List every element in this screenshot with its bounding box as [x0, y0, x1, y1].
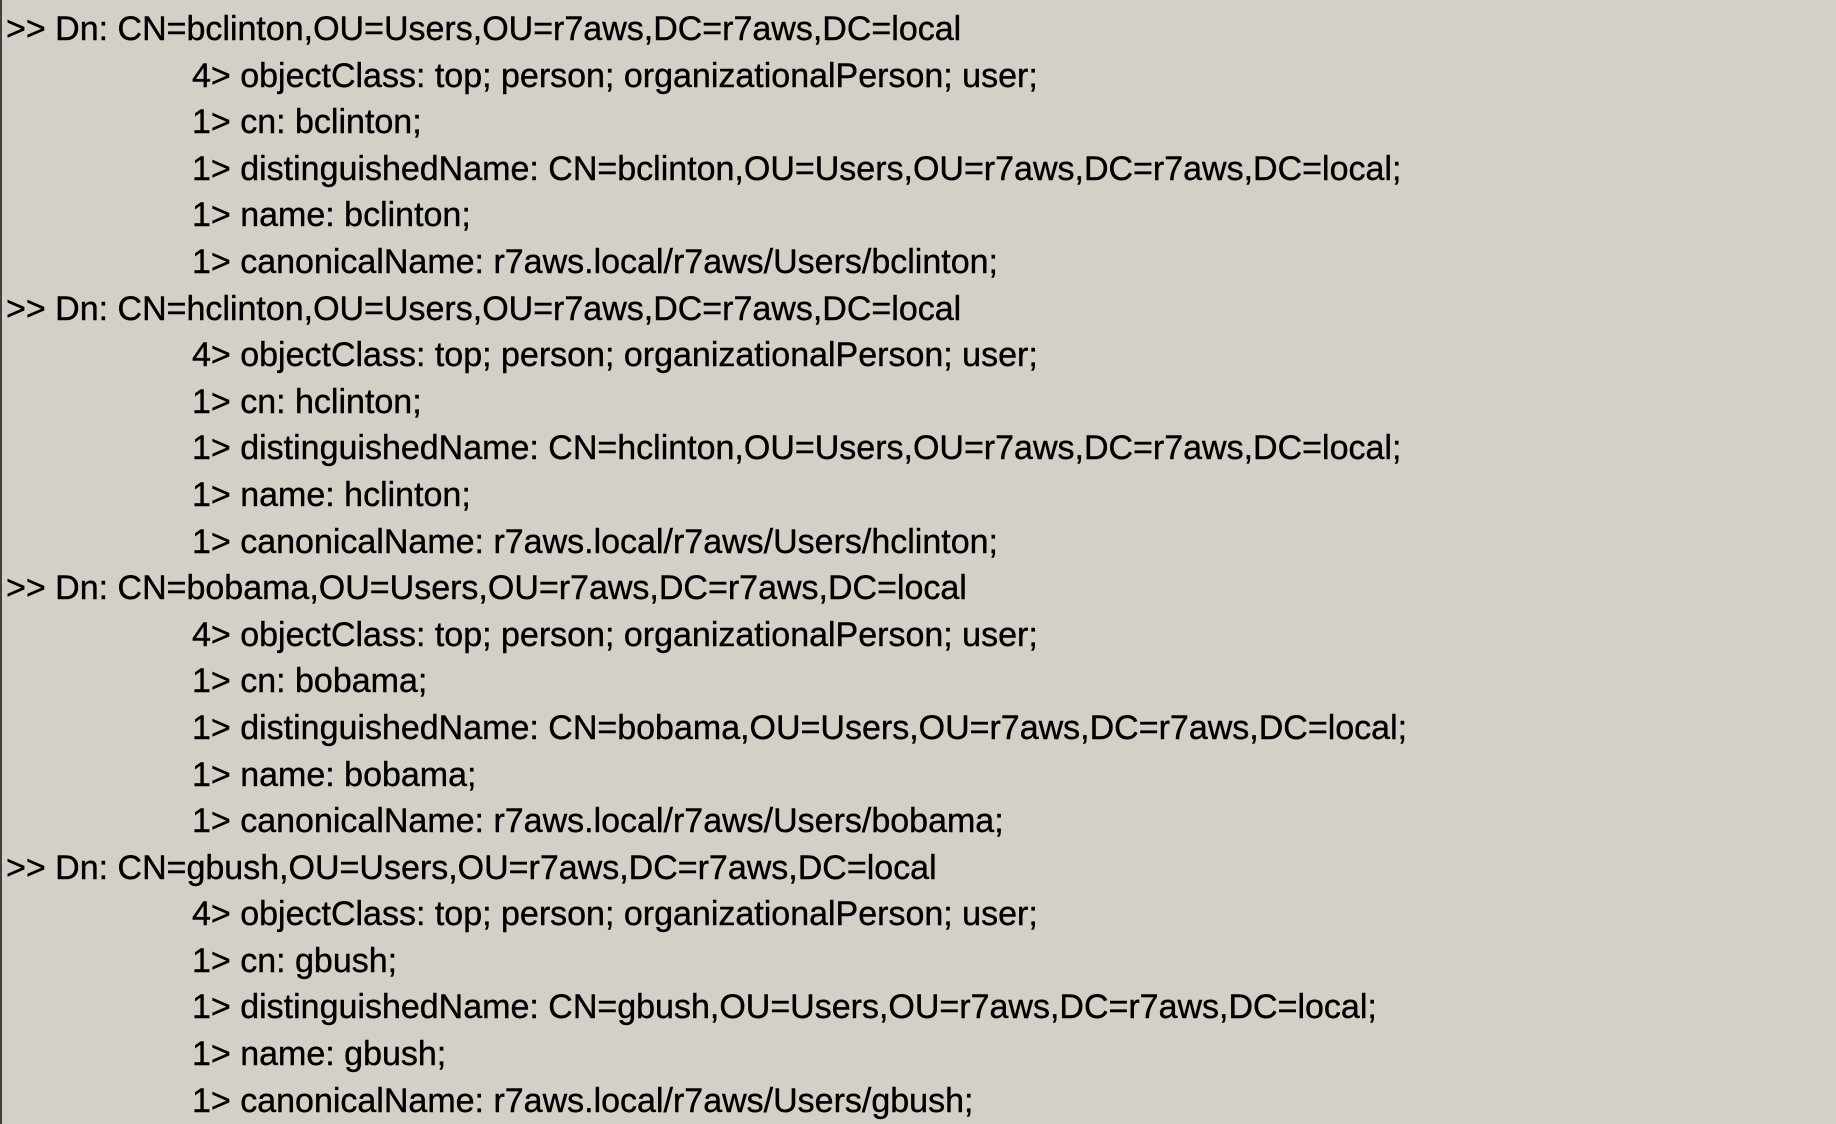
entry-attribute: 4> objectClass: top; person; organizatio…	[192, 895, 1038, 934]
entry-attribute: 1> cn: bobama;	[192, 662, 428, 701]
entry-attribute: 1> name: bobama;	[192, 755, 477, 794]
entry-attribute: 1> distinguishedName: CN=hclinton,OU=Use…	[192, 429, 1402, 468]
entry-attribute: 1> distinguishedName: CN=gbush,OU=Users,…	[192, 988, 1377, 1027]
entry-attribute: 1> distinguishedName: CN=bclinton,OU=Use…	[192, 149, 1402, 188]
entry-attribute: 1> canonicalName: r7aws.local/r7aws/User…	[192, 1081, 974, 1120]
entry-attribute: 1> distinguishedName: CN=bobama,OU=Users…	[192, 708, 1408, 747]
entry-attribute: 1> cn: bclinton;	[192, 103, 422, 142]
entry-attribute: 1> name: hclinton;	[192, 475, 471, 514]
entry-dn: >> Dn: CN=hclinton,OU=Users,OU=r7aws,DC=…	[6, 289, 962, 328]
entry-attribute: 1> canonicalName: r7aws.local/r7aws/User…	[192, 242, 998, 281]
entry-attribute: 4> objectClass: top; person; organizatio…	[192, 336, 1038, 375]
entry-attribute: 4> objectClass: top; person; organizatio…	[192, 615, 1038, 654]
entry-attribute: 1> cn: hclinton;	[192, 382, 422, 421]
ldap-results-list: >> Dn: CN=bclinton,OU=Users,OU=r7aws,DC=…	[2, 6, 1407, 1124]
entry-dn: >> Dn: CN=bobama,OU=Users,OU=r7aws,DC=r7…	[6, 569, 967, 608]
entry-dn: >> Dn: CN=gbush,OU=Users,OU=r7aws,DC=r7a…	[6, 848, 937, 887]
entry-attribute: 1> cn: gbush;	[192, 941, 398, 980]
entry-dn: >> Dn: CN=bclinton,OU=Users,OU=r7aws,DC=…	[6, 10, 962, 48]
entry-attribute: 4> objectClass: top; person; organizatio…	[192, 56, 1038, 95]
entry-attribute: 1> name: gbush;	[192, 1035, 447, 1074]
entry-attribute: 1> name: bclinton;	[192, 196, 471, 235]
entry-attribute: 1> canonicalName: r7aws.local/r7aws/User…	[192, 802, 1004, 841]
entry-attribute: 1> canonicalName: r7aws.local/r7aws/User…	[192, 522, 998, 561]
